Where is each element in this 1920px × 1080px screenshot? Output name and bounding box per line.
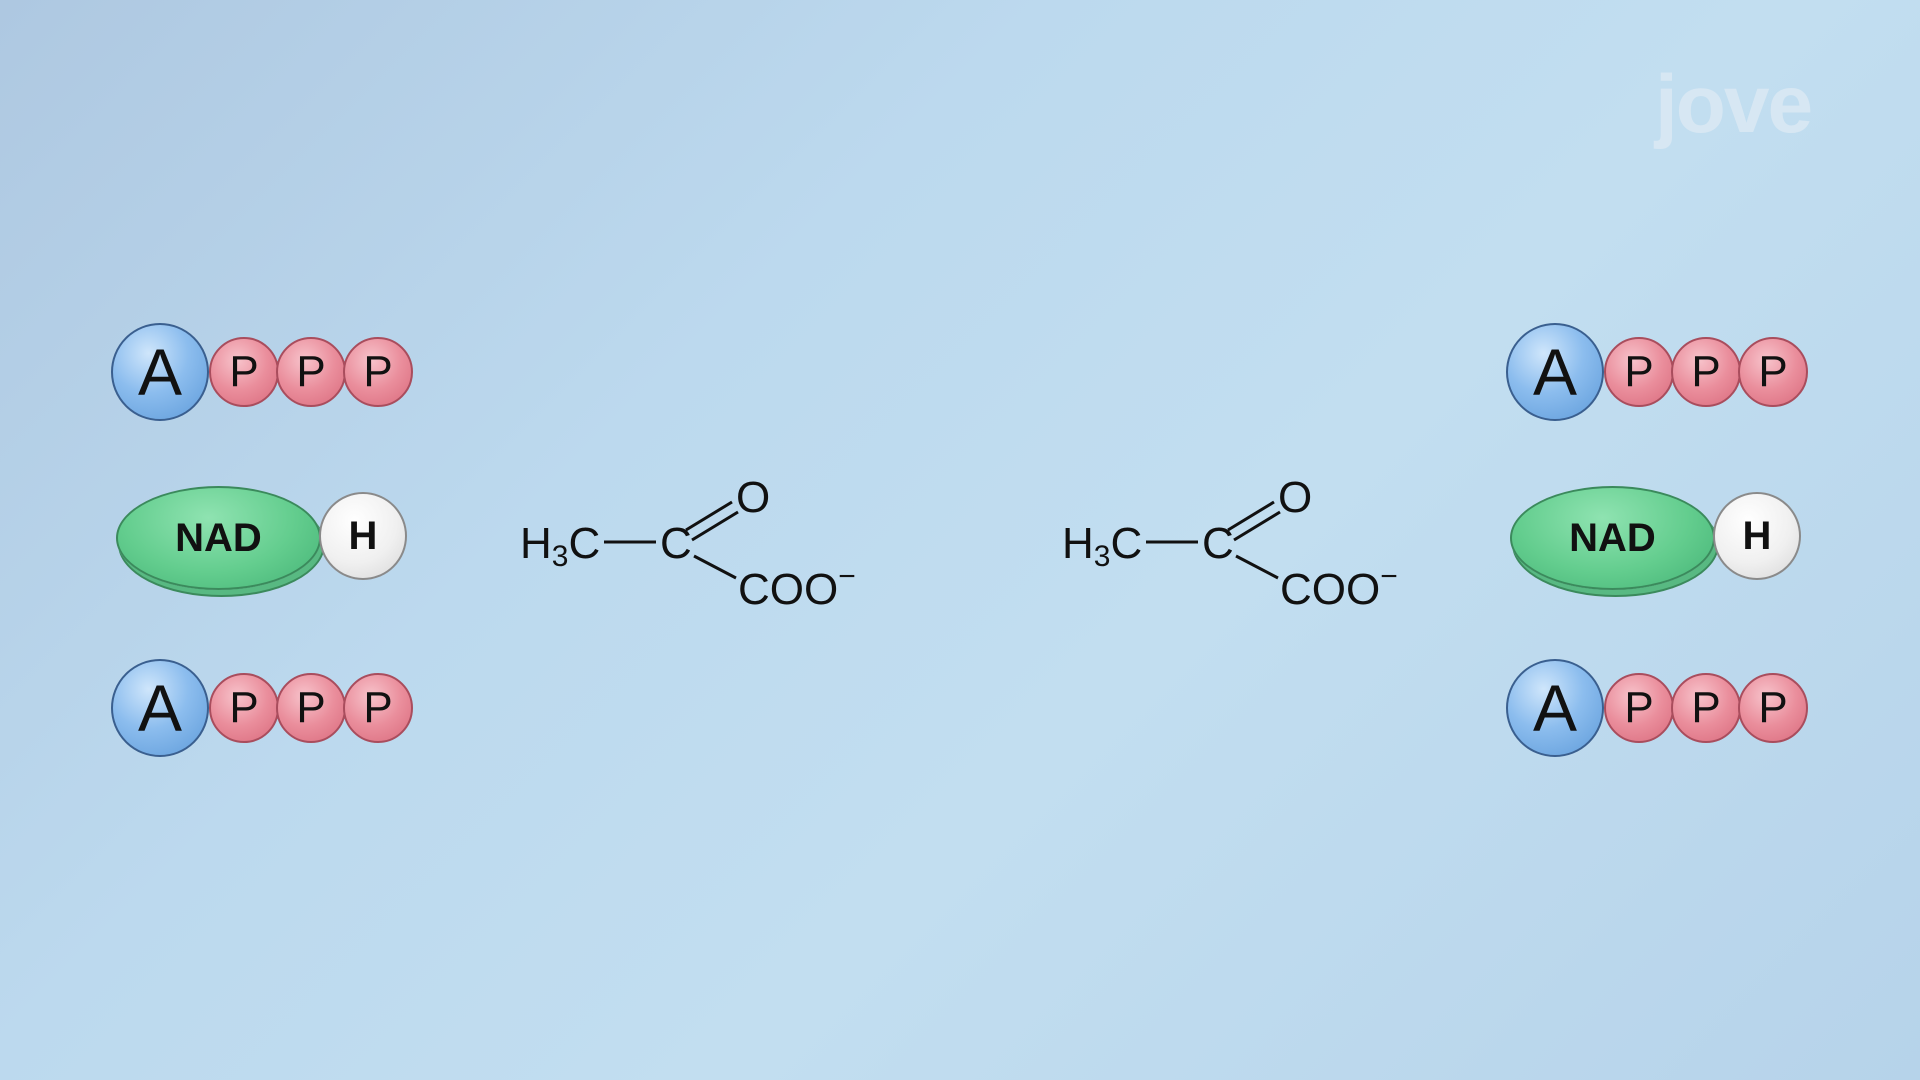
nad-ellipse: NAD [116, 486, 321, 590]
atp-molecule-left-top: A P P P [111, 323, 421, 427]
phosphate-circle: P [209, 337, 279, 407]
phosphate-circle: P [343, 337, 413, 407]
pyruvate-structure-left: H3C C O COO− [518, 470, 878, 620]
hydrogen-circle: H [319, 492, 407, 580]
oxygen-label: O [736, 473, 771, 522]
atp-molecule-right-top: A P P P [1506, 323, 1816, 427]
atp-molecule-left-bottom: A P P P [111, 659, 421, 763]
phosphate-circle: P [343, 673, 413, 743]
oxygen-label: O [1278, 473, 1313, 522]
phosphate-circle: P [1604, 673, 1674, 743]
nadh-molecule-right: NAD H [1510, 486, 1810, 596]
methyl-group-label: H3C [1062, 519, 1143, 573]
bond-lines [604, 500, 739, 580]
atp-molecule-right-bottom: A P P P [1506, 659, 1816, 763]
nad-ellipse: NAD [1510, 486, 1715, 590]
phosphate-circle: P [1671, 673, 1741, 743]
adenosine-circle: A [1506, 659, 1604, 757]
bond-lines [1146, 500, 1281, 580]
hydrogen-circle: H [1713, 492, 1801, 580]
phosphate-circle: P [209, 673, 279, 743]
phosphate-circle: P [1604, 337, 1674, 407]
carboxylate-label: COO− [1280, 560, 1398, 614]
adenosine-circle: A [1506, 323, 1604, 421]
nadh-molecule-left: NAD H [116, 486, 416, 596]
methyl-group-label: H3C [520, 519, 601, 573]
adenosine-circle: A [111, 659, 209, 757]
phosphate-circle: P [1738, 337, 1808, 407]
pyruvate-structure-right: H3C C O COO− [1060, 470, 1420, 620]
phosphate-circle: P [1671, 337, 1741, 407]
jove-logo: jove [1655, 59, 1813, 150]
carboxylate-label: COO− [738, 560, 856, 614]
phosphate-circle: P [1738, 673, 1808, 743]
phosphate-circle: P [276, 337, 346, 407]
adenosine-circle: A [111, 323, 209, 421]
phosphate-circle: P [276, 673, 346, 743]
